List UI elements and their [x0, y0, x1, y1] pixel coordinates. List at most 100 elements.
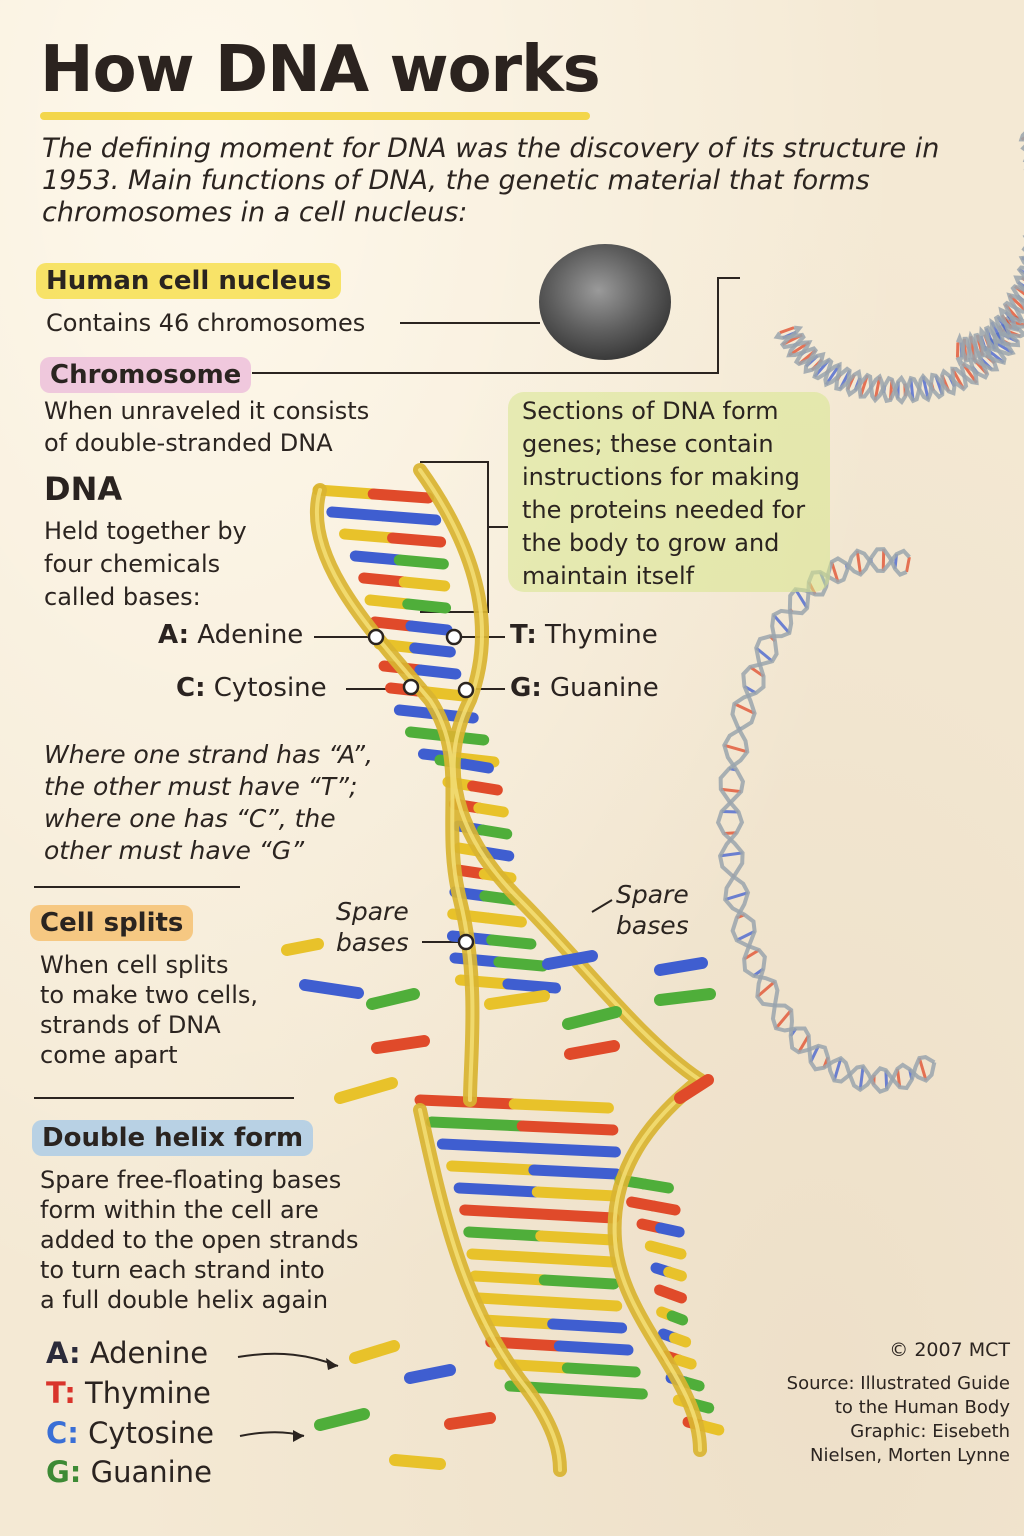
base-pair-half — [669, 1332, 692, 1348]
base-pair-half — [647, 1200, 681, 1216]
base-pair-half — [369, 616, 417, 632]
spare-bases-left-1: Spare — [336, 897, 409, 926]
coil-rung — [917, 1057, 928, 1081]
spare-base — [674, 1074, 714, 1104]
coil-strand — [779, 316, 1024, 404]
base-pair-half — [547, 1318, 628, 1334]
spare-bases-right-1: Spare — [616, 880, 689, 909]
dna-text-1: Held together by — [44, 517, 247, 545]
spare-base — [334, 1077, 398, 1104]
base-pair-half — [339, 528, 399, 544]
label-thymine: T: Thymine — [510, 620, 658, 650]
base-pair-half — [463, 1226, 547, 1242]
coil-rung — [719, 851, 743, 858]
dna-heading: DNA — [44, 470, 123, 508]
spare-base — [654, 988, 716, 1006]
base-pair-half — [638, 1178, 674, 1194]
base-pair-half — [528, 1164, 622, 1180]
page-title: How DNA works — [40, 33, 601, 107]
coil-rung — [794, 588, 809, 609]
legend-guanine: G: Guanine — [46, 1455, 212, 1489]
base-pair-half — [349, 550, 405, 566]
spare-base — [371, 1035, 430, 1054]
spare-bases-right-2: bases — [616, 911, 689, 940]
credits-line-2: to the Human Body — [834, 1397, 1010, 1418]
coil-rung — [733, 702, 756, 715]
base-pair-half — [364, 594, 414, 610]
double-helix-4: to turn each strand into — [40, 1256, 325, 1284]
base-pair-half — [570, 1384, 648, 1400]
base-pair-half — [387, 532, 447, 548]
dna-text-2: four chemicals — [44, 550, 221, 578]
cell-splits-1: When cell splits — [40, 951, 229, 979]
coil-rung — [779, 326, 795, 335]
base-pair-half — [326, 506, 390, 522]
chromosome-text-2: of double-stranded DNA — [44, 429, 333, 457]
spare-base — [349, 1340, 400, 1364]
legend-letter-c: C: — [46, 1416, 79, 1450]
base-pair-half — [536, 1252, 618, 1268]
divider-2 — [34, 1097, 294, 1099]
legend-cytosine: C: Cytosine — [46, 1416, 215, 1450]
coil-rung — [858, 1066, 865, 1090]
legend-thymine: T: Thymine — [46, 1376, 211, 1410]
base-pair-half — [516, 1120, 619, 1136]
credits: © 2007 MCT Source: Illustrated Guide to … — [750, 1338, 1010, 1468]
spare-base — [444, 1412, 496, 1430]
base-pair-half — [409, 642, 456, 658]
base-pair-half — [405, 620, 453, 636]
base-pair-half — [535, 1230, 619, 1246]
spare-base — [404, 1364, 456, 1384]
pairing-rule-2: the other must have “T”; — [44, 772, 358, 801]
coil-rung — [855, 550, 863, 575]
coil-rung — [723, 743, 748, 754]
credits-line-4: Nielsen, Morten Lynne — [810, 1445, 1010, 1466]
base-pair-half — [666, 1310, 689, 1326]
coil-rung — [756, 980, 776, 998]
spare-base — [299, 979, 364, 999]
leader-lines — [237, 277, 740, 1437]
legend-letter-t: T: — [46, 1376, 76, 1410]
pairing-rule-1: Where one strand has “A”, — [44, 740, 373, 769]
base-pair-half — [697, 1420, 725, 1436]
base-pair-half — [393, 554, 449, 570]
spare-bases-left-2: bases — [336, 928, 409, 957]
coil-rung — [755, 646, 774, 663]
nucleus-text: Contains 46 chromosomes — [46, 309, 366, 337]
spare-floating-bases — [281, 938, 716, 1470]
spare-base — [564, 1040, 620, 1060]
base-pair-half — [493, 956, 549, 972]
legend-adenine: A: Adenine — [46, 1336, 209, 1370]
coil-rung — [772, 613, 791, 635]
base-pair-half — [542, 1296, 623, 1312]
spare-base — [542, 950, 598, 970]
base-pair-half — [538, 1274, 620, 1290]
base-pair-half — [473, 1292, 554, 1308]
cell-splits-heading: Cell splits — [30, 905, 194, 941]
coil-rung — [824, 363, 841, 386]
base-pair-half — [402, 598, 452, 614]
cell-splits-2: to make two cells, — [40, 981, 259, 1009]
genes-note-1: Sections of DNA form — [522, 397, 779, 425]
genes-note-3: instructions for making — [522, 463, 800, 491]
spare-base — [366, 988, 420, 1010]
double-helix-2: form within the cell are — [40, 1196, 319, 1224]
base-pair-half — [458, 758, 494, 774]
base-pair-half — [312, 484, 379, 500]
base-pair-half — [398, 576, 451, 592]
label-adenine: A: Adenine — [158, 620, 304, 650]
coil-strand — [955, 131, 1024, 367]
base-pair-half — [508, 1098, 614, 1114]
base-pair-half — [533, 1208, 620, 1224]
coil-rung — [736, 930, 756, 942]
coil-rung — [774, 1009, 793, 1030]
coiled-chromosome-helices — [715, 131, 1024, 1094]
genes-note-box — [508, 392, 830, 592]
label-guanine: G: Guanine — [510, 673, 659, 703]
coil-rung — [724, 891, 749, 902]
spare-base — [562, 1006, 622, 1030]
copyright: © 2007 MCT — [889, 1339, 1010, 1361]
divider-1 — [34, 886, 240, 888]
